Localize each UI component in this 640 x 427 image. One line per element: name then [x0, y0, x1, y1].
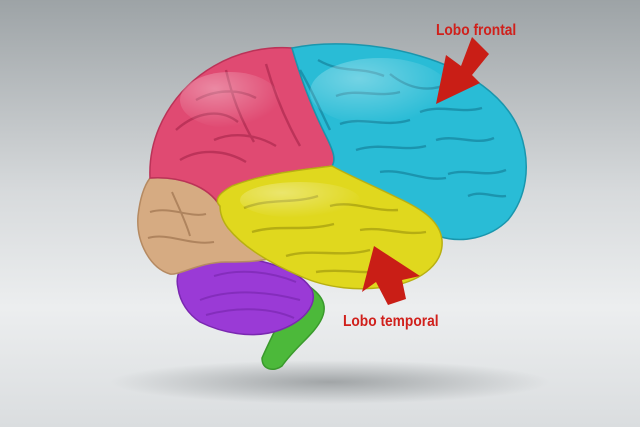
- temporal-highlight: [240, 182, 360, 218]
- temporal-arrow-icon: [362, 246, 420, 305]
- frontal-arrow-icon: [436, 37, 489, 104]
- frontal-lobe-label: Lobo frontal: [436, 22, 517, 39]
- parietal-highlight: [180, 72, 280, 128]
- frontal-highlight: [310, 58, 450, 126]
- temporal-lobe-label: Lobo temporal: [343, 313, 439, 330]
- floor-shadow: [110, 360, 550, 404]
